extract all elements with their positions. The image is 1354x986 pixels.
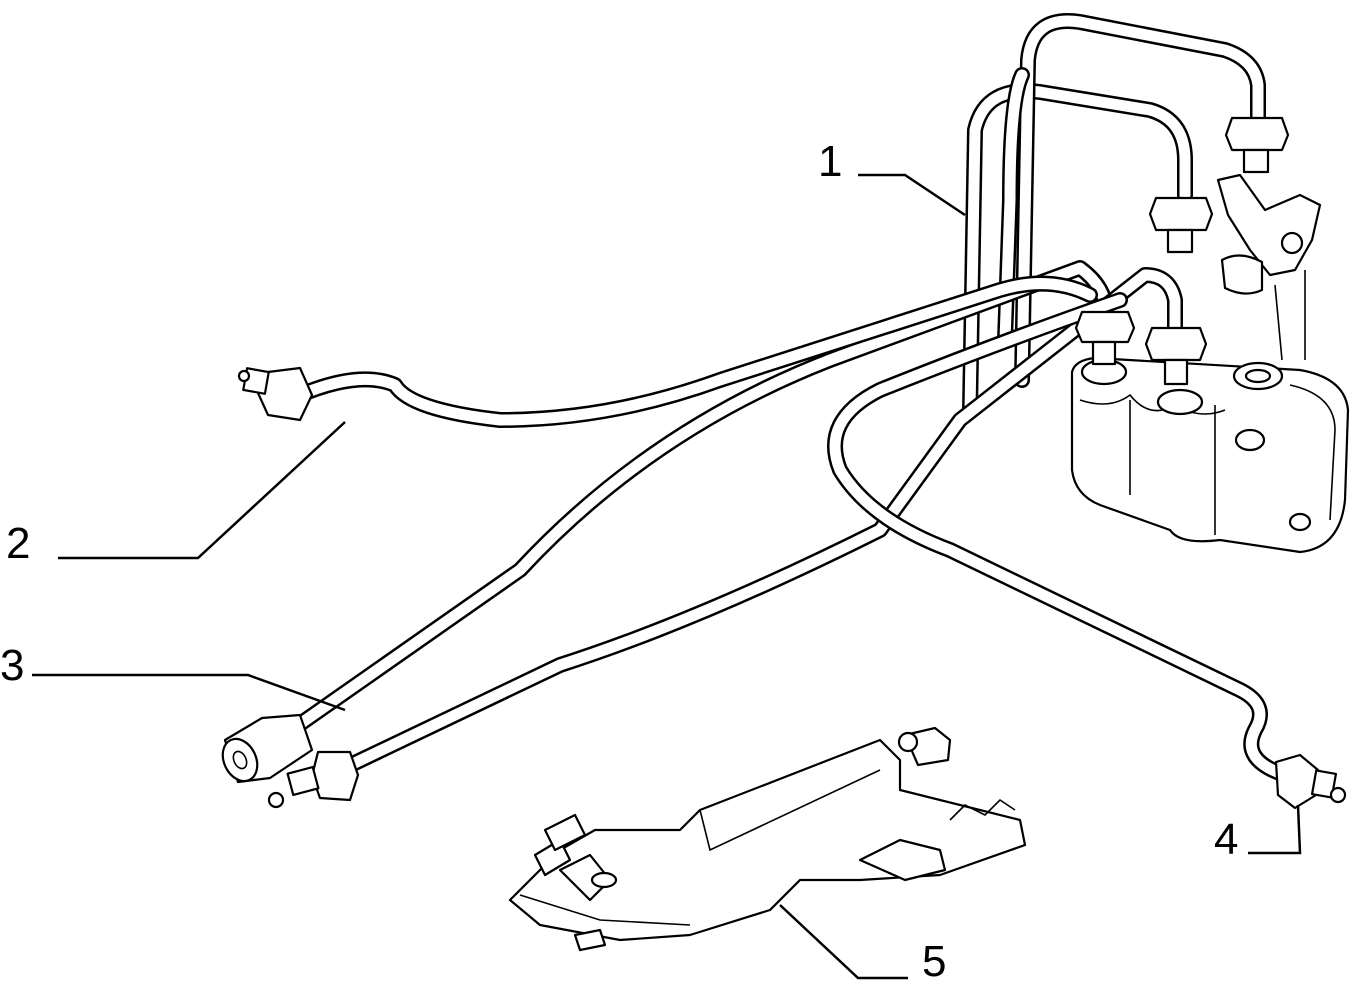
mounting-clamp-plate xyxy=(508,726,1027,952)
fuel-pipe-1 xyxy=(962,13,1266,418)
union-nuts xyxy=(1074,116,1290,386)
fuel-pipe-2 xyxy=(292,275,1098,428)
pump-lever-bracket xyxy=(1216,173,1322,361)
callout-1: 1 xyxy=(818,137,843,186)
callout-5: 5 xyxy=(922,937,947,986)
pipe-end-fittings xyxy=(221,366,360,809)
injection-pump-body xyxy=(1070,356,1350,554)
callout-leader-lines xyxy=(32,173,1302,980)
pipe-4-end-fitting xyxy=(1274,753,1347,810)
callout-4: 4 xyxy=(1214,815,1239,864)
callout-3: 3 xyxy=(0,641,25,690)
fuel-pipe-3 xyxy=(262,260,1183,778)
fuel-pipe-4 xyxy=(827,292,1293,783)
callout-2: 2 xyxy=(6,519,31,568)
